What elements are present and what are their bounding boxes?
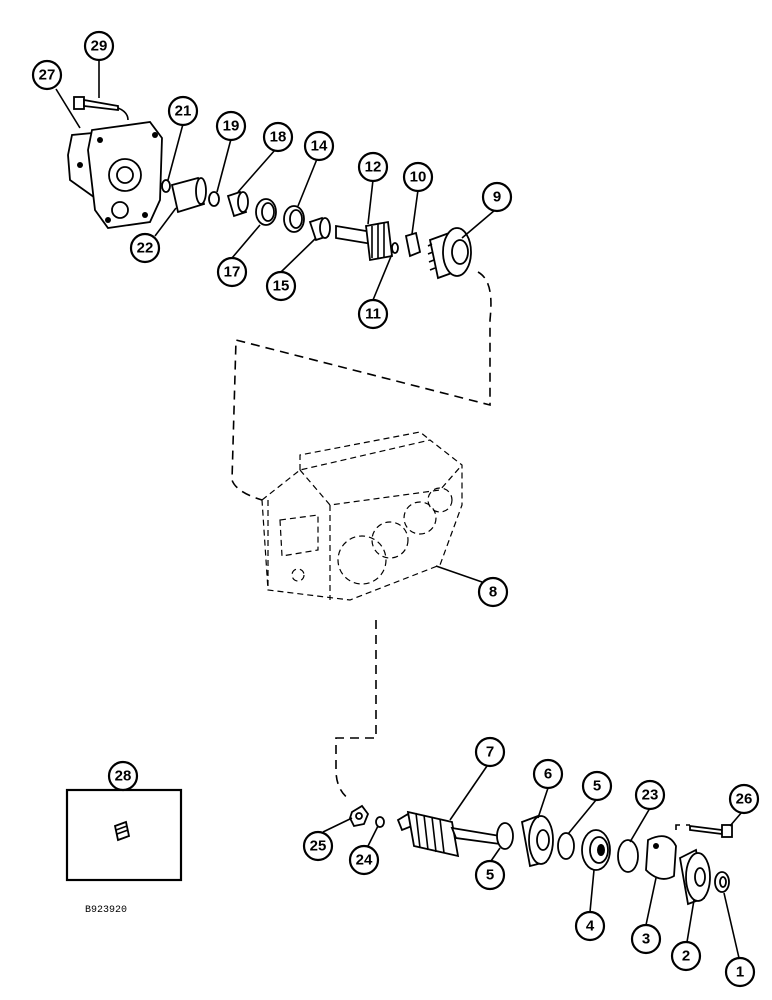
callout-19-label: 19	[223, 118, 240, 135]
callout-11: 11	[357, 298, 389, 330]
callout-12: 12	[357, 151, 389, 183]
bearing-cup-part-14	[283, 205, 305, 233]
callout-18-label: 18	[270, 129, 287, 146]
callout-25: 25	[302, 830, 334, 862]
callout-6-label: 6	[544, 766, 552, 783]
gear-part-6	[520, 814, 554, 868]
callout-25-label: 25	[310, 838, 327, 855]
snap-ring-part-5-a	[496, 822, 514, 850]
callout-21-label: 21	[175, 103, 192, 120]
callout-1-label: 1	[736, 964, 744, 981]
bearing-cone-part-15	[308, 216, 331, 242]
callout-14-label: 14	[311, 138, 328, 155]
callout-6: 6	[532, 758, 564, 790]
callout-7-label: 7	[486, 744, 494, 761]
callout-24-label: 24	[356, 852, 373, 869]
housing-part-8	[261, 431, 463, 601]
callout-4: 4	[574, 910, 606, 942]
washer-part-1	[714, 871, 730, 893]
sleeve-part-22	[170, 176, 207, 214]
callout-4-label: 4	[586, 918, 595, 935]
lower-assembly-guide-line	[335, 620, 377, 801]
bolt-part-26	[689, 824, 733, 838]
callout-27: 27	[31, 59, 63, 91]
callout-11-label: 11	[365, 306, 381, 323]
callout-3: 3	[630, 923, 662, 955]
callout-21: 21	[167, 95, 199, 127]
inset-detail-part-28	[65, 788, 183, 882]
callout-10: 10	[402, 161, 434, 193]
callout-9-label: 9	[493, 189, 501, 206]
callout-5-a-label: 5	[593, 778, 601, 795]
callout-22: 22	[129, 232, 161, 264]
callout-8: 8	[477, 576, 509, 608]
callout-15: 15	[265, 270, 297, 302]
callout-17-label: 17	[224, 264, 241, 281]
callout-28-label: 28	[115, 768, 132, 785]
callout-3-label: 3	[642, 931, 650, 948]
callout-17: 17	[216, 256, 248, 288]
bearing-part-4	[581, 829, 611, 871]
callout-10-label: 10	[410, 169, 427, 186]
splined-shaft-part-7	[396, 810, 501, 858]
bolt-part-29	[73, 96, 129, 121]
callout-19: 19	[215, 110, 247, 142]
o-ring-part-21	[161, 179, 171, 193]
upper-assembly-guide-line	[231, 271, 492, 501]
snap-ring-part-19	[208, 191, 220, 207]
callout-29: 29	[83, 30, 115, 62]
washer-part-24	[375, 816, 385, 828]
callout-2-label: 2	[682, 948, 690, 965]
callout-29-label: 29	[91, 38, 108, 55]
pump-body-part-27	[67, 121, 163, 229]
callout-9: 9	[481, 181, 513, 213]
callout-5-b-label: 5	[486, 867, 494, 884]
callout-7: 7	[474, 736, 506, 768]
callout-24: 24	[348, 844, 380, 876]
nut-part-10	[404, 231, 422, 258]
callout-14: 14	[303, 130, 335, 162]
ring-part-11	[391, 242, 399, 254]
gear-part-9	[427, 227, 472, 280]
bearing-cup-part-17	[255, 198, 277, 226]
callout-26-label: 26	[736, 791, 753, 808]
splined-shaft-part-12	[335, 220, 393, 262]
gear-part-2	[678, 848, 711, 906]
bearing-cone-part-18	[226, 190, 249, 218]
snap-ring-part-23	[617, 839, 639, 873]
drawing-reference-code: B923920	[85, 905, 128, 916]
callout-28: 28	[107, 760, 139, 792]
callout-23-label: 23	[642, 787, 659, 804]
callout-1: 1	[724, 956, 756, 988]
callout-5-b: 5	[474, 859, 506, 891]
callout-2: 2	[670, 940, 702, 972]
callout-26: 26	[728, 783, 760, 815]
callout-23: 23	[634, 779, 666, 811]
callout-8-label: 8	[489, 584, 497, 601]
callout-5-a: 5	[581, 770, 613, 802]
retainer-plate-part-3	[645, 835, 677, 880]
callout-15-label: 15	[273, 278, 290, 295]
callout-22-label: 22	[137, 240, 154, 257]
callout-18: 18	[262, 121, 294, 153]
leader-lines	[55, 60, 743, 959]
callout-12-label: 12	[365, 159, 382, 176]
nut-part-25	[349, 804, 370, 828]
callout-27-label: 27	[39, 67, 56, 84]
snap-ring-part-5-b	[557, 832, 575, 860]
bolt-guide-line	[675, 824, 690, 830]
